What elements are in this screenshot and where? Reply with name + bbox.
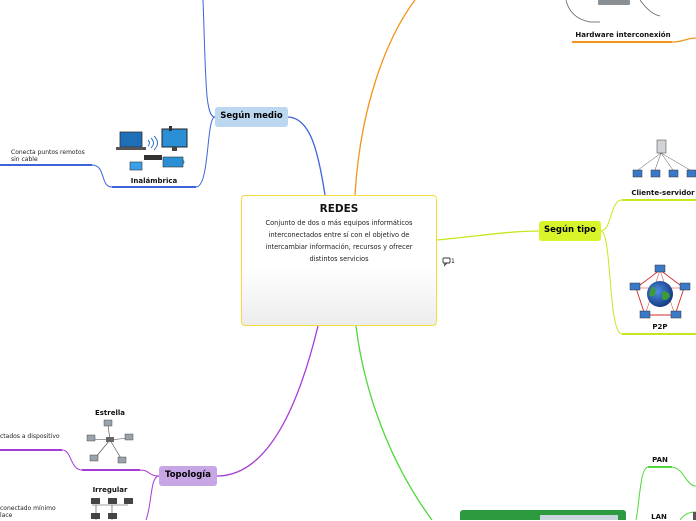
subnode-inalambrica[interactable]: Inalámbrica [130,177,178,185]
subnode-estrella[interactable]: Estrella [94,409,126,417]
branch-segun-medio[interactable]: Según medio [215,107,288,127]
subnode-cliente-servidor[interactable]: Cliente-servidor [631,189,695,197]
connector-pan [635,466,649,520]
subnode-lan[interactable]: LAN [651,513,667,521]
subnode-pan[interactable]: PAN [652,456,668,464]
central-topic-title: REDES [319,203,359,215]
p2p-image [629,264,691,319]
inalambrica-note[interactable]: Conecta puntos remotos sin cable [11,149,85,163]
connector-green [355,325,433,520]
connector-inalambrica-note [91,164,113,188]
comment-count[interactable]: 1 [451,258,455,265]
hardware-image [565,0,661,23]
connector-hardware [354,0,416,196]
connector-topo-estrella [139,469,160,477]
estrella-note[interactable]: ctados a dispositivo [0,433,60,440]
wireless-devices-image [116,126,188,171]
connector-medio-inalambrica [195,116,216,188]
branch-topologia[interactable]: Topología [159,466,217,486]
subnode-irregular[interactable]: Irregular [92,486,128,494]
connector-estrella-note [61,449,83,471]
connector-pan-right [671,466,696,487]
star-topology-image [86,419,134,464]
branch-segun-tipo[interactable]: Según tipo [539,221,601,241]
connector-segun-medio [287,116,326,196]
connector-segun-tipo [436,230,540,241]
connector-hardware-right [671,37,696,43]
irregular-note[interactable]: conectado mínimo [0,505,56,512]
subnode-p2p[interactable]: P2P [652,323,668,331]
lan-image-partial [693,512,696,520]
connector-topologia [216,325,319,477]
central-topic-node[interactable] [241,195,437,326]
client-server-image [632,139,696,178]
connector-medio-up [202,0,216,118]
connector-topo-irregular [145,475,160,520]
subnode-hardware-interconexion[interactable]: Hardware interconexión [575,31,671,39]
irregular-note-2: lace [0,512,13,519]
green-node-image [540,515,618,520]
central-topic-description: Conjunto de dos o más equipos informátic… [265,219,413,263]
comment-icon[interactable] [442,257,451,267]
connector-tipo-cliente [600,199,623,232]
irregular-topology-image [91,498,133,520]
connector-tipo-p2p [600,230,623,335]
